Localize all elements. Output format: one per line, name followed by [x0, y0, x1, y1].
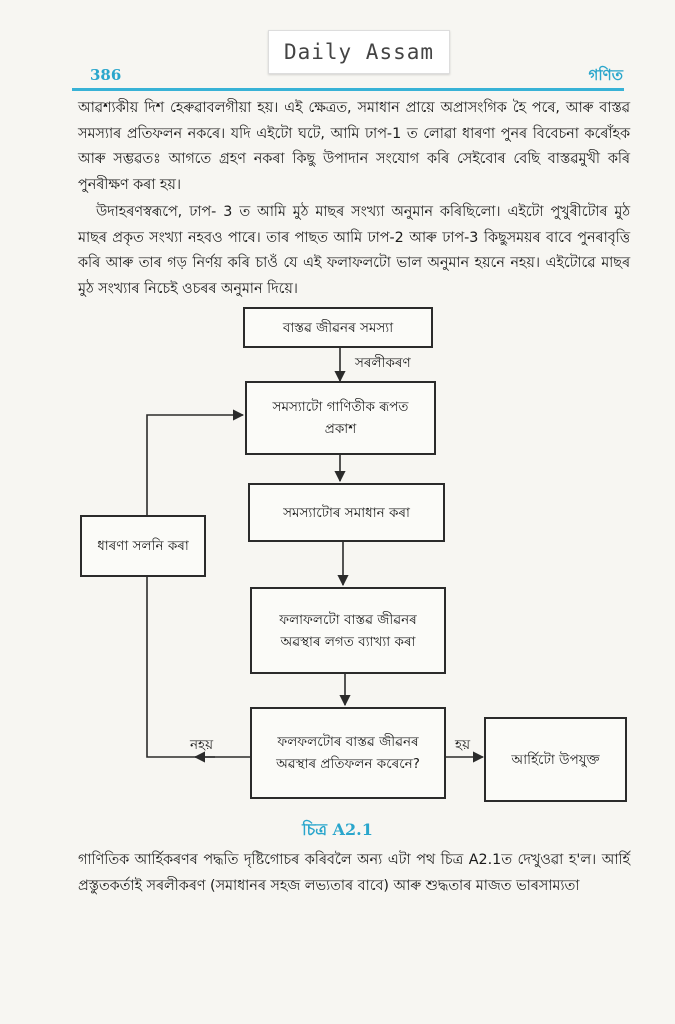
figure-caption: চিত্ৰ A2.1 [302, 820, 373, 839]
accept-box: আৰ্হিটো উপযুক্ত [484, 717, 627, 802]
interpret-box: ফলাফলটো বাস্তৱ জীৱনৰ অৱস্থাৰ লগত ব্যাখ্য… [250, 587, 446, 674]
paragraph-3: গাণিতিক আৰ্হিকৰণৰ পদ্ধতি দৃষ্টিগোচৰ কৰিব… [78, 852, 630, 894]
header-rule [72, 88, 624, 91]
arrow-modify-to-formulate [146, 409, 245, 515]
simplification-label: সৰলীকৰণ [355, 355, 411, 371]
section-title: গণিত [588, 66, 623, 84]
formulate-box: সমস্যাটো গাণিতীক ৰূপত প্ৰকাশ [245, 381, 436, 455]
real-problem-label: বাস্তৱ জীৱনৰ সমস্যা [282, 319, 394, 336]
solve-label: সমস্যাটোৰ সমাধান কৰা [283, 504, 410, 521]
watermark-stamp: Daily Assam [268, 30, 450, 74]
paragraph-2: উদাহৰণস্বৰূপে, ঢাপ- 3 ত আমি মুঠ মাছৰ সংখ… [78, 204, 630, 297]
validate-box: ফলফলটোৰ বাস্তৱ জীৱনৰ অৱস্থাৰ প্ৰতিফলন কৰ… [250, 707, 446, 799]
validate-label: ফলফলটোৰ বাস্তৱ জীৱনৰ অৱস্থাৰ প্ৰতিফলন কৰ… [276, 734, 420, 772]
solve-box: সমস্যাটোৰ সমাধান কৰা [248, 483, 445, 542]
no-label: নহয় [190, 737, 214, 753]
arrow-validate-no-loop [146, 577, 250, 758]
paragraph-1: আৱশ্যকীয় দিশ হেৰুৱাবলগীয়া হয়। এই ক্ষে… [78, 100, 630, 193]
interpret-label: ফলাফলটো বাস্তৱ জীৱনৰ অৱস্থাৰ লগত ব্যাখ্য… [279, 611, 417, 650]
page-number: 386 [90, 66, 122, 84]
formulate-label: সমস্যাটো গাণিতীক ৰূপত প্ৰকাশ [272, 399, 409, 437]
accept-label: আৰ্হিটো উপযুক্ত [511, 751, 600, 768]
modify-label: ধাৰণা সলনি কৰা [97, 538, 189, 554]
modify-box: ধাৰণা সলনি কৰা [80, 515, 206, 577]
yes-label: হয় [455, 737, 471, 753]
real-problem-box: বাস্তৱ জীৱনৰ সমস্যা [243, 307, 433, 348]
